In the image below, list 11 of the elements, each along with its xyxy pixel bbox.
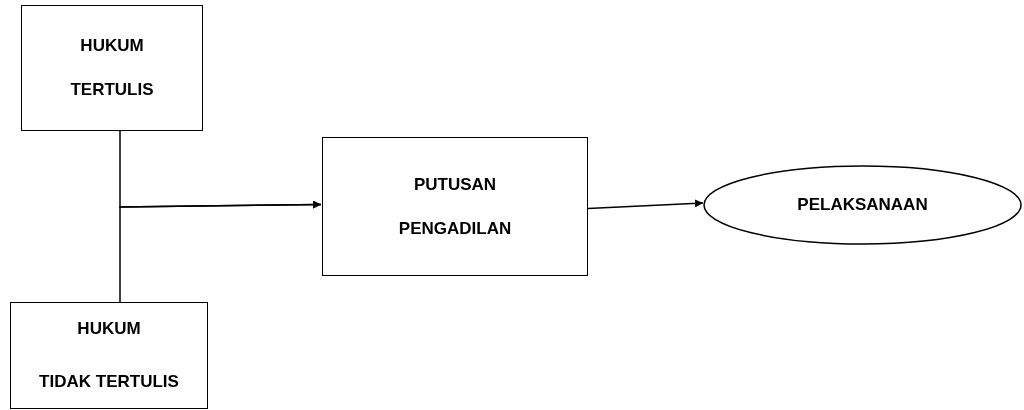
node-label: TIDAK TERTULIS	[39, 370, 179, 393]
terminal-ellipse	[703, 165, 1022, 245]
arrow	[119, 200, 322, 303]
process-box	[10, 302, 208, 409]
node-label: HUKUM	[77, 318, 141, 341]
process-box	[322, 137, 588, 276]
node-label: PELAKSANAAN	[797, 194, 928, 216]
process-box	[21, 5, 203, 131]
arrow	[587, 199, 704, 210]
node-label: HUKUM TERTULIS	[69, 35, 155, 101]
node-label: PUTUSAN PENGADILAN	[397, 173, 513, 240]
